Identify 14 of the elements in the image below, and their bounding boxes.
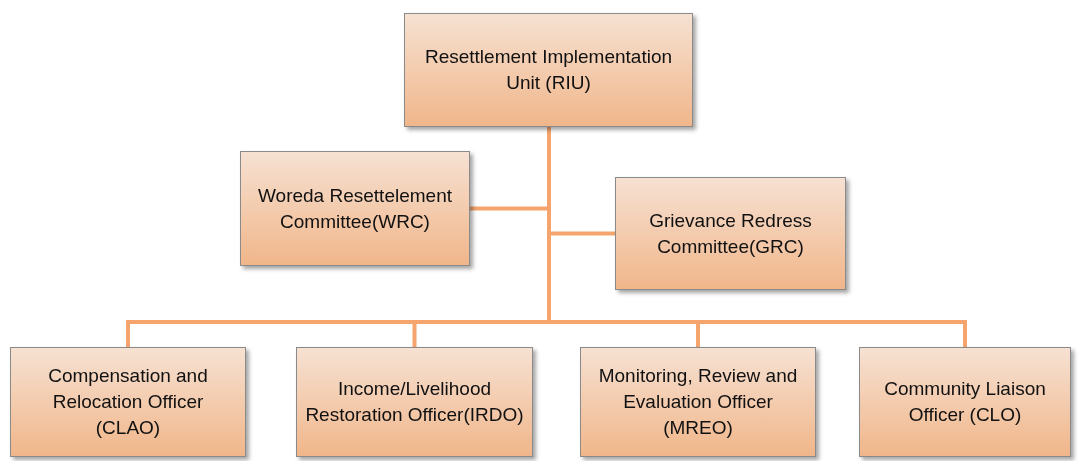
org-box [10,347,246,457]
box-label: Income/Livelihood Restoration Officer(IRDO) [305,377,524,427]
org-box [615,177,846,290]
box-label: Woreda Resettelement Committee(WRC) [257,183,453,234]
org-box [859,347,1071,457]
box-label: Grievance Redress Committee(GRC) [648,208,813,259]
org-box [240,151,470,266]
box-label: Resettlement Implementation Unit (RIU) [423,45,674,95]
org-box [296,347,533,457]
box-label: Compensation and Relocation Officer (CLAO) [47,364,209,440]
box-label: Community Liaison Officer (CLO) [883,377,1047,427]
org-box [580,347,816,457]
box-label: Monitoring, Review and Evaluation Officer (MREO) [597,364,799,440]
org-box [404,13,693,127]
